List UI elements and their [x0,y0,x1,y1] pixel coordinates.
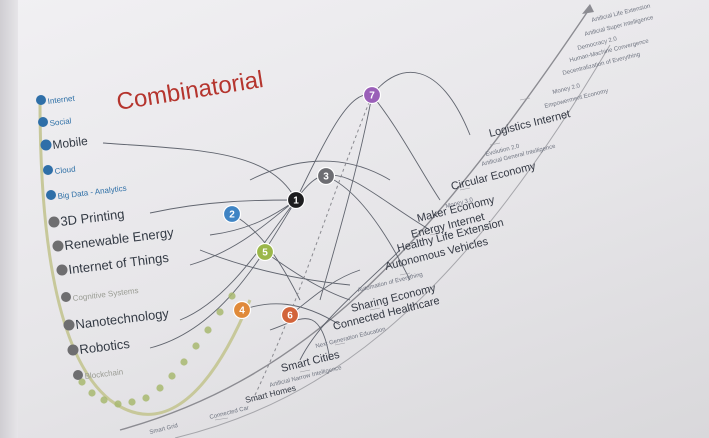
green-dot [114,400,122,408]
left-dot [38,117,48,127]
green-dot [128,398,136,406]
green-dot [228,292,236,300]
dashed-curve [254,94,373,396]
left-label: Internet of Things [68,250,171,277]
green-dot [192,342,200,350]
green-dot [204,326,212,334]
hub-circle [362,85,382,105]
left-dot [73,370,83,380]
green-dot [100,396,108,404]
hub-marker-4: 4 [232,300,252,320]
hub-number: 3 [323,172,329,183]
left-label: Internet [47,94,76,106]
green-dot-series [78,292,236,408]
left-dot [43,165,53,175]
green-dot [142,394,150,402]
slide-title: Combinatorial [115,66,265,116]
left-label: Mobile [52,134,89,152]
left-dot [40,139,52,151]
left-label: Blockchain [84,367,123,381]
hub-circle [232,300,252,320]
left-dot [56,264,68,276]
arrow-head-icon [582,4,594,14]
hub-circle [280,305,300,325]
left-dot [61,292,71,302]
hub-number: 2 [229,210,235,221]
hub-markers: 1 2 3 4 5 6 7 [222,85,382,325]
right-label: Smart Grid [149,423,179,436]
left-dot [48,216,60,228]
left-dot [36,95,46,105]
left-label: Big Data - Analytics [57,184,127,201]
main-curve-line [119,7,591,431]
hub-circle [286,190,306,210]
left-label: Cloud [54,165,76,176]
hub-marker-3: 3 [316,166,336,186]
hub-marker-1: 1 [286,190,306,210]
hub-number: 6 [287,311,293,322]
green-dot [168,372,176,380]
label-ticks [214,97,531,421]
left-dot [63,319,75,331]
green-dot [216,308,224,316]
right-label: Logistics Internet [488,108,572,140]
left-label: Cognitive Systems [72,286,139,303]
left-dot [46,190,56,200]
left-dot [67,344,79,356]
green-dot [156,384,164,392]
right-label: Money 2.0 [552,83,581,96]
left-label: 3D Printing [60,206,126,229]
hub-marker-5: 5 [255,242,275,262]
hub-circle [255,242,275,262]
hub-circle [222,204,242,224]
left-label: Robotics [79,336,132,357]
base-curve [38,99,252,416]
right-label: Connected Car [209,405,250,421]
left-label: Social [49,116,72,128]
hub-marker-6: 6 [280,305,300,325]
green-dot [88,389,96,397]
left-label: Renewable Energy [64,225,175,253]
left-dot [52,240,64,252]
hub-number: 7 [369,91,375,102]
hub-circle [316,166,336,186]
left-label: Nanotechnology [75,306,171,332]
hub-marker-2: 2 [222,204,242,224]
hub-number: 4 [239,306,245,317]
left-dot-column [36,95,83,380]
hub-number: 5 [262,248,268,259]
hub-number: 1 [293,196,299,207]
hub-marker-7: 7 [362,85,382,105]
green-dot [78,378,86,386]
main-curve-line-2 [174,44,611,438]
green-dot [180,358,188,366]
